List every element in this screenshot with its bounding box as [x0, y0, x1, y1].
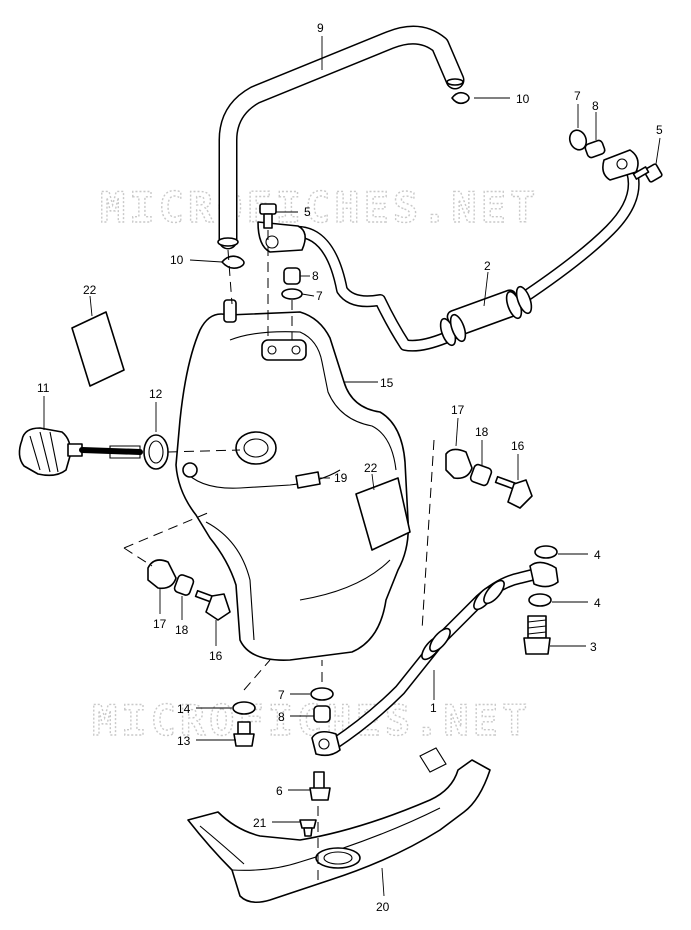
callout-11: 11: [37, 381, 50, 395]
part-18-collar-left: [173, 574, 195, 596]
part-10-clip-lower: [221, 255, 245, 269]
part-5-bolt-upper-right: [632, 163, 663, 183]
part-10-clip-upper: [451, 91, 470, 105]
part-22-label-tank: [355, 477, 411, 551]
callout-20: 20: [376, 900, 390, 914]
part-14-washer: [232, 701, 256, 715]
callout-16-left: 16: [209, 649, 223, 663]
callout-22-tank: 22: [364, 461, 378, 475]
part-21-rivet: [299, 819, 317, 837]
callout-12: 12: [149, 387, 163, 401]
callout-22-left: 22: [83, 283, 97, 297]
part-7-washer-tank: [281, 288, 303, 300]
watermark-top: MICROFICHES.NET: [100, 183, 539, 232]
callout-6: 6: [276, 784, 283, 798]
callout-17-right: 17: [451, 403, 465, 417]
callout-3: 3: [590, 640, 597, 654]
part-7-washer-lower: [310, 687, 334, 701]
part-6-bolt: [309, 771, 331, 801]
callout-21: 21: [253, 816, 267, 830]
callout-4-lower: 4: [594, 596, 601, 610]
callout-15: 15: [380, 376, 394, 390]
part-15-fuel-tank: [175, 299, 410, 661]
callout-8-lower: 8: [278, 710, 285, 724]
part-9-breather-hose: [217, 25, 465, 250]
part-8-collar-tank: [283, 267, 301, 285]
part-17-damper-right: [445, 448, 473, 480]
part-13-bolt: [233, 721, 255, 747]
part-16-bolt-left: [194, 589, 231, 621]
callout-18-right: 18: [475, 425, 489, 439]
callout-5-tank: 5: [304, 205, 311, 219]
part-17-damper-left: [147, 559, 177, 590]
callout-18-left: 18: [175, 623, 189, 637]
part-4-washer-lower: [528, 593, 552, 607]
part-8-collar-upper-right: [584, 139, 606, 159]
watermark-bottom: MICROFICHES.NET: [92, 696, 531, 745]
part-8-collar-lower: [313, 705, 331, 723]
callout-7-tank: 7: [316, 289, 323, 303]
part-4-washer-upper: [534, 545, 558, 559]
part-12-o-ring: [143, 434, 169, 470]
callout-19: 19: [334, 471, 348, 485]
part-5-bolt-tank: [259, 203, 277, 229]
part-19-label: [295, 471, 321, 489]
callout-10-lower: 10: [170, 253, 184, 267]
part-3-union-bolt: [523, 615, 551, 655]
callout-4-upper: 4: [594, 548, 601, 562]
part-7-washer-upper-right: [568, 129, 588, 151]
callout-16-right: 16: [511, 439, 525, 453]
callout-1: 1: [430, 701, 437, 715]
callout-17-left: 17: [153, 617, 167, 631]
callout-8-upper-right: 8: [592, 99, 599, 113]
callout-9: 9: [317, 21, 324, 35]
callout-13: 13: [177, 734, 191, 748]
part-1-fuel-hose: [311, 561, 559, 757]
part-20-under-cover: [187, 747, 491, 904]
part-11-fuel-pump: [18, 427, 143, 477]
callout-8-tank: 8: [312, 269, 319, 283]
callout-2: 2: [484, 259, 491, 273]
part-2-fuel-hose: [257, 149, 640, 352]
callout-14: 14: [177, 702, 191, 716]
part-22-label-left: [71, 311, 125, 387]
part-16-bolt-right: [494, 475, 533, 509]
callout-7-upper-right: 7: [574, 89, 581, 103]
callout-7-lower: 7: [278, 688, 285, 702]
part-18-collar-right: [469, 463, 493, 487]
callout-5-upper-right: 5: [656, 123, 663, 137]
callout-10-upper: 10: [516, 92, 530, 106]
